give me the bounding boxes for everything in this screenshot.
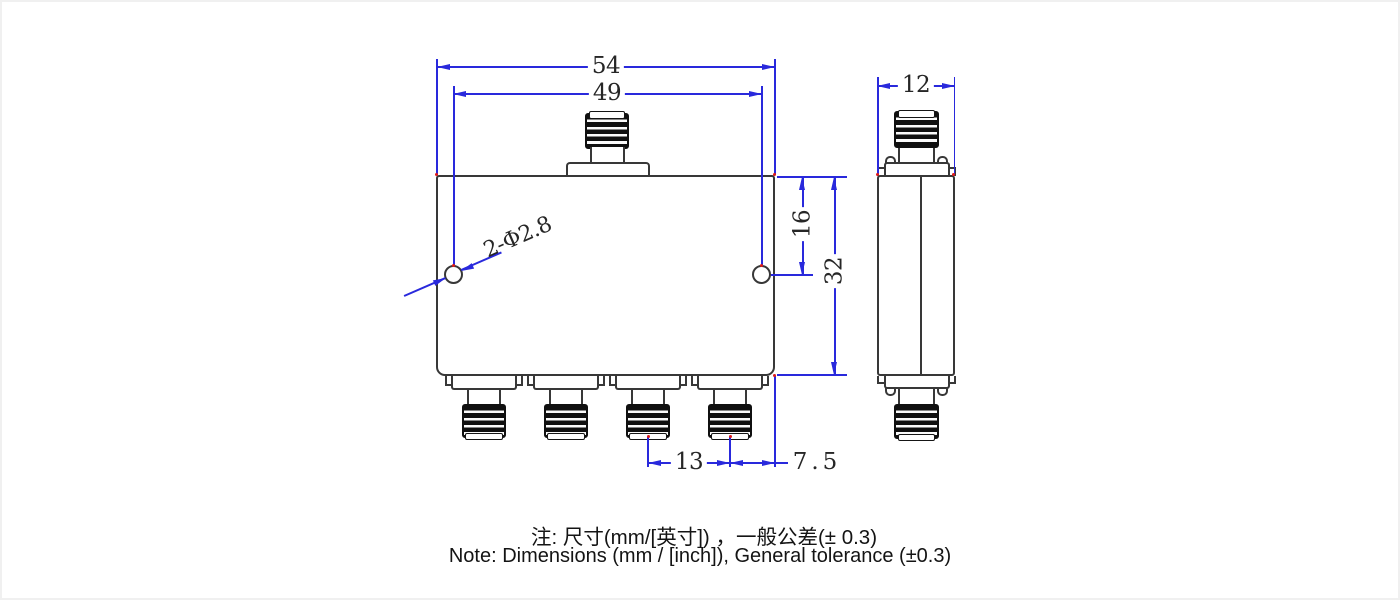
dim-extension-line [777,176,847,178]
dim-label-32: 32 [822,253,848,289]
sma-out1-flange [451,376,517,390]
sma-out2-threads [544,404,588,438]
sma-out2-cap [547,433,585,440]
dim-arrow [749,90,762,97]
dim-extension-line [877,77,879,175]
dim-arrow [798,262,805,275]
mounting-hole-right [752,265,771,284]
note-line-zh: 注: 尺寸(mm/[英寸]) ，一般公差(± 0.3) [530,526,878,549]
sma-out3-neck [631,390,665,405]
dim-arrow [830,362,837,375]
dim-arrow [942,82,955,89]
dim-arrow [762,459,775,466]
dim-label-49: 49 [588,82,626,106]
dim-arrow [453,90,466,97]
dim-extension-line [777,374,847,376]
sma-input-neck [590,147,625,164]
defpoint [729,435,732,438]
dim-arrow [717,459,730,466]
dim-extension-line [953,77,956,175]
dim-label-7-5: 7.5 [788,451,842,475]
side-bottom-stud [885,387,896,396]
note-line-en: Note: Dimensions (mm / [inch]), General … [448,545,952,567]
side-body-split-line [920,177,922,374]
sma-out2-flange [533,376,599,390]
dim-extension-line [771,274,813,276]
defpoint [773,374,776,377]
sma-out2-neck [549,390,583,405]
side-top-cap [898,110,935,118]
defpoint [773,173,776,176]
dim-extension-line [647,437,649,467]
defpoint [435,173,438,176]
side-bottom-threads [894,404,939,439]
side-bottom-flange [884,376,950,389]
dim-label-16: 16 [790,206,816,242]
side-bottom-cap [898,434,935,441]
dim-extension-line [453,86,455,265]
dim-extension-line [774,376,776,467]
dim-arrow [830,177,837,190]
dim-arrow [798,177,805,190]
defpoint [876,173,879,176]
dim-arrow [437,63,450,70]
side-top-neck [898,148,935,163]
sma-out4-neck [713,390,747,405]
dim-extension-line [729,437,731,467]
sma-out4-flange [697,376,763,390]
dim-arrow [762,63,775,70]
dim-label-13: 13 [670,451,708,475]
dim-extension-line [436,59,438,175]
side-body-outline [877,175,955,376]
defpoint [760,264,763,267]
side-top-flange [884,162,950,176]
dim-arrow [730,459,743,466]
sma-out1-neck [467,390,501,405]
sma-input-cap [589,111,625,119]
sma-out1-cap [465,433,503,440]
sma-out4-threads [708,404,752,438]
dim-arrow [648,459,661,466]
dim-label-54: 54 [587,55,625,79]
dim-arrow [877,82,890,89]
defpoint [452,264,455,267]
dim-label-12: 12 [897,74,935,98]
side-top-stud [885,156,896,165]
dim-extension-line [774,59,776,175]
defpoint [647,435,650,438]
dim-extension-line [761,86,763,265]
defpoint [952,173,955,176]
front-body-outline [436,175,775,376]
sma-input-flange [566,162,650,176]
side-top-stud [937,156,948,165]
side-bottom-stud [937,387,948,396]
sma-out3-flange [615,376,681,390]
side-bottom-neck [898,389,935,405]
